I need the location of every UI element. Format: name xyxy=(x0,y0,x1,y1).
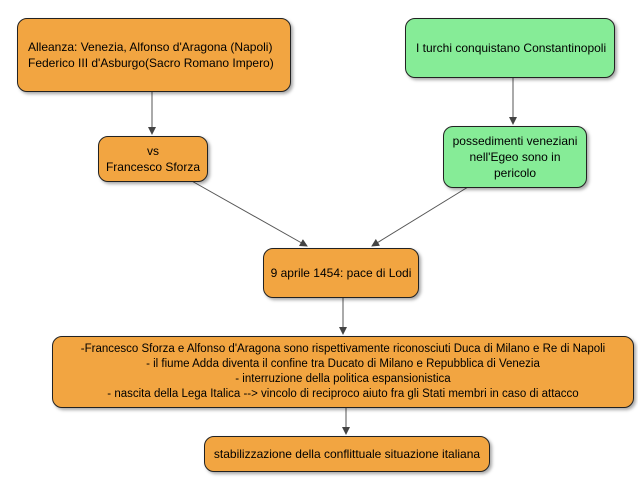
arrow-vs-to-lodi xyxy=(189,179,308,247)
node-alleanza-line-2: Federico III d'Asburgo(Sacro Romano Impe… xyxy=(28,56,274,70)
node-vs-line-2: Francesco Sforza xyxy=(105,160,201,174)
node-vs-line-1: vs xyxy=(147,144,159,158)
node-conseguenze-line-2: - il fiume Adda diventa il confine tra D… xyxy=(146,358,540,370)
arrow-possedimenti-to-lodi xyxy=(371,186,469,247)
node-conseguenze-line-1: -Francesco Sforza e Alfonso d'Aragona so… xyxy=(80,343,606,355)
node-alleanza-line-1: Alleanza: Venezia, Alfonso d'Aragona (Na… xyxy=(28,40,273,54)
node-possedimenti-line-1: possedimenti veneziani xyxy=(452,134,578,148)
node-pace-di-lodi-line-1: 9 aprile 1454: pace di Lodi xyxy=(270,266,412,280)
node-possedimenti-line-3: pericolo xyxy=(493,166,537,180)
node-stabilizzazione-line-1: stabilizzazione della conflittuale situa… xyxy=(213,447,481,461)
node-possedimenti-line-2: nell'Egeo sono in xyxy=(469,150,561,164)
node-conseguenze: -Francesco Sforza e Alfonso d'Aragona so… xyxy=(52,336,634,408)
node-alleanza: Alleanza: Venezia, Alfonso d'Aragona (Na… xyxy=(17,18,291,92)
node-conseguenze-line-4: - nascita della Lega Italica --> vincolo… xyxy=(107,388,579,400)
node-possedimenti: possedimenti veneziani nell'Egeo sono in… xyxy=(443,126,587,188)
node-conseguenze-line-3: - interruzione della politica espansioni… xyxy=(235,373,451,385)
node-vs: vs Francesco Sforza xyxy=(98,136,208,182)
node-turchi-line-1: I turchi conquistano Constantinopoli xyxy=(416,41,607,55)
node-stabilizzazione: stabilizzazione della conflittuale situa… xyxy=(204,436,490,472)
node-pace-di-lodi: 9 aprile 1454: pace di Lodi xyxy=(263,248,419,298)
node-turchi: I turchi conquistano Constantinopoli xyxy=(405,18,615,78)
